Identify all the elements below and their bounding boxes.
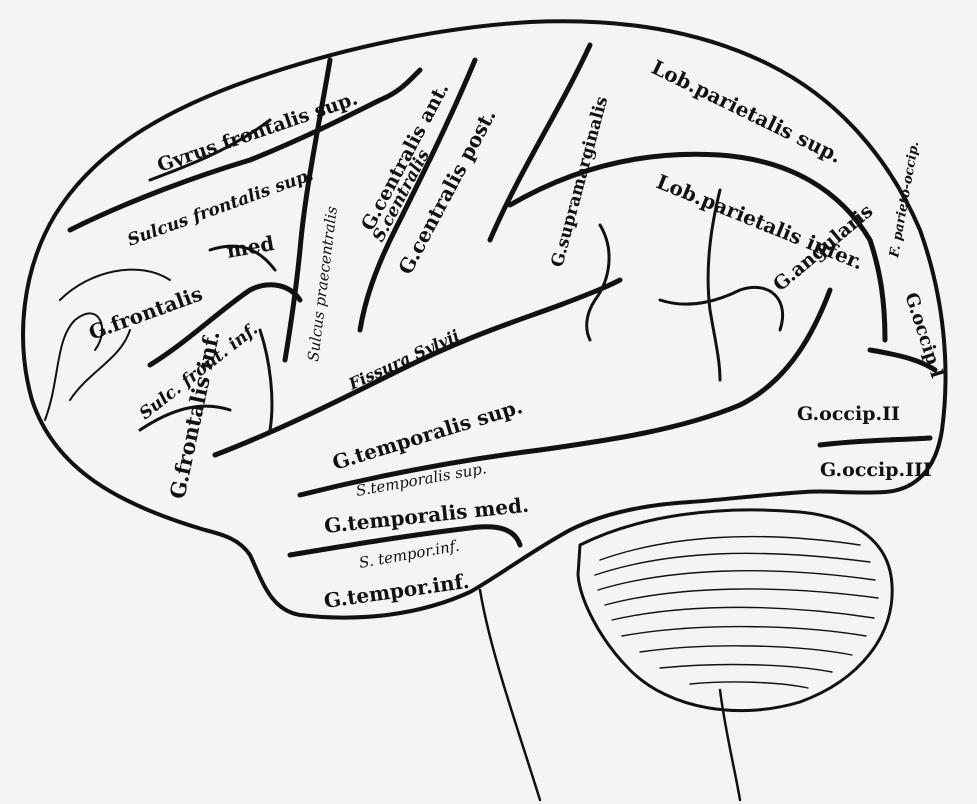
label-gyrus-frontalis-sup: Gyrus frontalis sup. (154, 87, 360, 176)
sulcus-intraparietalis (507, 151, 888, 343)
occipital-sulcus-1 (817, 435, 933, 448)
sulci (67, 42, 938, 558)
sulcus-frontalis-inf (147, 282, 303, 368)
cerebellum-outline (576, 508, 894, 713)
label-med: med (225, 231, 276, 263)
sulcus-frontalis-sup (67, 67, 423, 233)
sulcus-postcentralis (487, 42, 593, 243)
label-lob-parietalis-infer: Lob.parietalis infer. (653, 169, 867, 274)
label-lob-parietalis-sup: Lob.parietalis sup. (648, 55, 846, 168)
label-g-occip-iii: G.occip.III (820, 459, 932, 481)
sulcus-temporalis-sup (297, 287, 833, 498)
label-s-temporalis-sup: S.temporalis sup. (355, 459, 488, 500)
secondary-sulci (138, 118, 785, 432)
label-g-occip-ii: G.occip.II (797, 403, 900, 425)
cerebellum-folia (594, 535, 879, 689)
sulcus-centralis (357, 57, 478, 333)
sulcus-praecentralis (282, 57, 333, 363)
occipital-sulcus-2 (867, 347, 938, 373)
cerebrum-outline (21, 19, 948, 620)
label-g-frontalis-inf: G.frontalis inf. (164, 328, 224, 501)
fissura-sylvii (212, 277, 623, 458)
label-f-parieto-occip: F. parieto-occip. (887, 140, 922, 259)
label-g-angularis: G.angularis (769, 200, 877, 296)
frontal-pole-folds (44, 268, 171, 421)
label-g-tempor-inf: G.tempor.inf. (322, 569, 470, 613)
label-sulcus-praecentralis: Sulcus praecentralis (304, 205, 341, 363)
label-g-temporalis-sup: G.temporalis sup. (329, 394, 525, 475)
sulcus-temporalis-inf (287, 524, 523, 558)
brainstem (478, 588, 742, 802)
label-fissura-sylvii: Fissura Sylvii (345, 326, 463, 394)
